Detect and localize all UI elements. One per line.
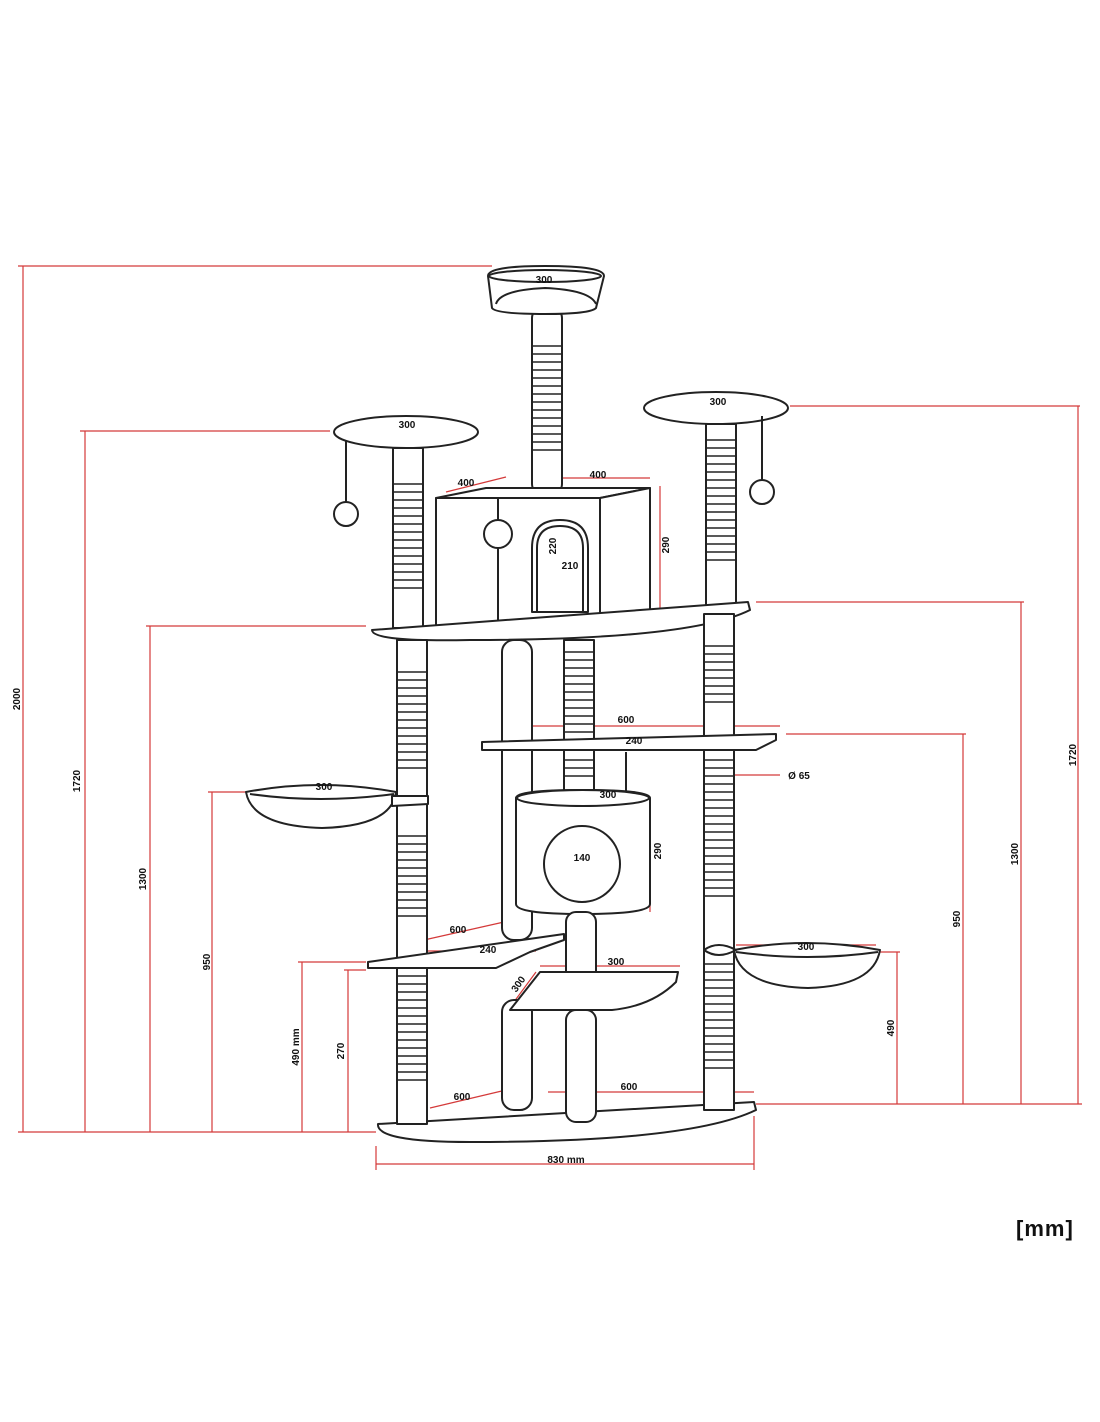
house-door [531, 519, 589, 613]
label-upper-shelf-width: 600 [618, 715, 635, 726]
house-side-hole [483, 519, 513, 549]
label-door-height: 220 [548, 537, 559, 554]
right-top-platform [643, 391, 789, 425]
label-upper-shelf-depth: 240 [626, 736, 643, 747]
label-height-950-right: 950 [952, 910, 963, 927]
upper-right-post [705, 423, 737, 611]
label-house-left-width: 400 [458, 478, 475, 489]
label-small-shelf-width: 300 [608, 957, 625, 968]
left-top-platform [333, 415, 479, 449]
center-post-upper-sisal [564, 651, 594, 777]
top-center-post [531, 307, 563, 495]
label-top-bed-width: 300 [536, 275, 553, 286]
label-door-width: 210 [562, 561, 579, 572]
label-left-platform-width: 300 [399, 420, 416, 431]
left-long-post-sisal [397, 671, 427, 1081]
label-house-height: 290 [661, 536, 672, 553]
right-long-post-sisal [704, 645, 734, 1069]
label-height-1300-right: 1300 [1010, 842, 1021, 865]
label-height-490-right: 490 [886, 1019, 897, 1036]
label-height-270: 270 [336, 1042, 347, 1059]
back-post-lower [501, 999, 533, 1111]
house [435, 487, 651, 627]
low-shelf [367, 933, 565, 969]
right-bowl [733, 942, 881, 989]
upper-shelf [481, 733, 777, 751]
label-height-950-left: 950 [202, 953, 213, 970]
top-center-post-sisal [532, 345, 562, 451]
left-bowl [245, 784, 397, 829]
label-cube-width: 300 [600, 790, 617, 801]
label-low-shelf-depth: 240 [480, 945, 497, 956]
label-base-left: 600 [454, 1092, 471, 1103]
small-shelf-post [565, 1009, 597, 1123]
cube-entry-hole [543, 825, 621, 903]
right-hanging-toy-ball [749, 479, 775, 505]
upper-left-post-sisal [393, 483, 423, 589]
label-height-490mm: 490 mm [291, 1028, 302, 1065]
label-height-total: 2000 [12, 687, 23, 710]
label-post-diameter: Ø 65 [788, 771, 810, 782]
label-right-bowl-width: 300 [798, 942, 815, 953]
center-post-upper [563, 639, 595, 801]
label-right-platform-width: 300 [710, 397, 727, 408]
label-base-width: 830 mm [547, 1155, 584, 1166]
label-left-bowl-width: 300 [316, 782, 333, 793]
label-cube-hole: 140 [574, 853, 591, 864]
cube-cylinder [515, 789, 651, 915]
label-height-1720-left: 1720 [72, 769, 83, 792]
label-low-shelf-width: 600 [450, 925, 467, 936]
upper-left-post [392, 447, 424, 629]
label-height-1300-left: 1300 [138, 867, 149, 890]
unit-label: [mm] [1016, 1216, 1074, 1241]
top-bed [487, 265, 605, 315]
label-height-1720-right: 1720 [1068, 743, 1079, 766]
base-board [377, 1101, 757, 1143]
label-house-right-width: 400 [590, 470, 607, 481]
label-cube-height: 290 [653, 842, 664, 859]
label-base-right: 600 [621, 1082, 638, 1093]
small-shelf [509, 971, 679, 1011]
left-hanging-toy-ball [333, 501, 359, 527]
upper-right-post-sisal [706, 439, 736, 561]
